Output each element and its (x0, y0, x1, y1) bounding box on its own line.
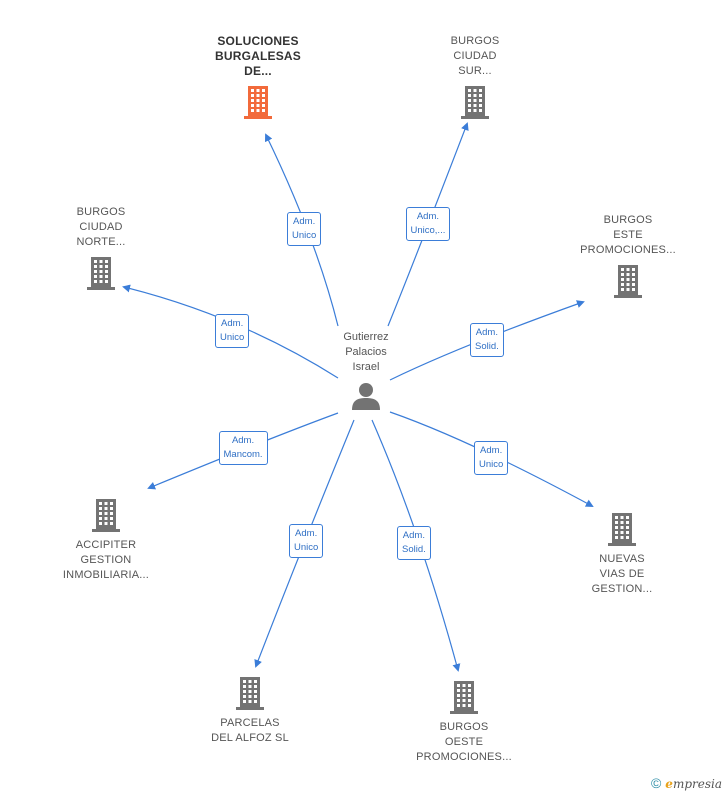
edge-label-parcelas[interactable]: Adm. Unico (289, 524, 324, 558)
building-icon (236, 677, 264, 710)
edge-label-nuevas[interactable]: Adm. Unico (474, 441, 509, 475)
node-label-parcelas: PARCELAS DEL ALFOZ SL (211, 717, 289, 744)
footer-brand: ©empresia (651, 775, 722, 791)
node-label-soluciones: SOLUCIONES BURGALESAS DE... (214, 34, 301, 78)
node-norte[interactable]: BURGOS CIUDAD NORTE... (31, 205, 171, 290)
node-oeste[interactable]: BURGOS OESTE PROMOCIONES... (394, 680, 534, 765)
node-label-norte: BURGOS CIUDAD NORTE... (76, 206, 126, 248)
node-label-este: BURGOS ESTE PROMOCIONES... (580, 214, 676, 256)
building-icon (608, 513, 636, 546)
edge-label-sur[interactable]: Adm. Unico,... (405, 207, 451, 241)
edge-label-soluciones[interactable]: Adm. Unico (287, 212, 322, 246)
building-icon (87, 257, 115, 290)
node-soluciones[interactable]: SOLUCIONES BURGALESAS DE... (188, 34, 328, 119)
node-nuevas[interactable]: NUEVAS VIAS DE GESTION... (552, 512, 692, 597)
node-este[interactable]: BURGOS ESTE PROMOCIONES... (558, 213, 698, 298)
edge-label-norte[interactable]: Adm. Unico (215, 314, 250, 348)
building-icon (92, 499, 120, 532)
center-person-label: Gutierrez Palacios Israel (343, 331, 389, 373)
node-label-nuevas: NUEVAS VIAS DE GESTION... (591, 553, 653, 595)
node-label-oeste: BURGOS OESTE PROMOCIONES... (416, 721, 512, 763)
brand-logo: empresia (665, 777, 722, 791)
node-parcelas[interactable]: PARCELAS DEL ALFOZ SL (180, 676, 320, 746)
copyright-symbol: © (650, 775, 662, 791)
node-label-sur: BURGOS CIUDAD SUR... (450, 35, 500, 77)
building-icon (614, 265, 642, 298)
person-icon (352, 383, 380, 410)
building-icon (450, 681, 478, 714)
node-label-accipiter: ACCIPITER GESTION INMOBILIARIA... (62, 539, 150, 581)
node-accipiter[interactable]: ACCIPITER GESTION INMOBILIARIA... (36, 498, 176, 583)
center-person[interactable]: Gutierrez Palacios Israel (326, 330, 406, 411)
edge-label-oeste[interactable]: Adm. Solid. (397, 526, 431, 560)
node-sur[interactable]: BURGOS CIUDAD SUR... (405, 34, 545, 119)
edge-label-este[interactable]: Adm. Solid. (470, 323, 504, 357)
building-icon (244, 86, 272, 119)
building-icon (461, 86, 489, 119)
edge-label-accipiter[interactable]: Adm. Mancom. (218, 431, 268, 465)
edge-sur (387, 122, 469, 327)
